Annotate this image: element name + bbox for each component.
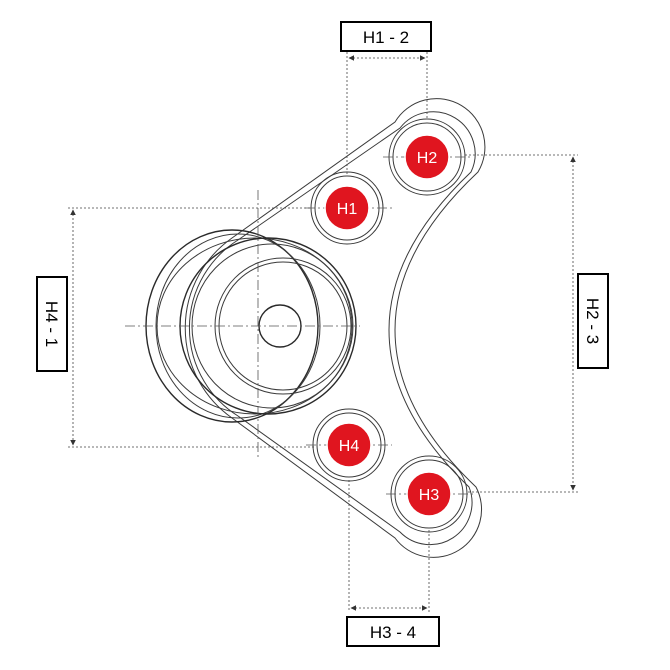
hole-h3-marker <box>406 471 452 517</box>
hole-h4-marker <box>326 422 372 468</box>
hole-h2: H2 <box>404 134 450 180</box>
dimension-label-h2-3: H2 - 3 <box>577 273 609 369</box>
hole-h1-marker <box>324 185 370 231</box>
hole-h4: H4 <box>326 422 372 468</box>
hole-h3: H3 <box>406 471 452 517</box>
center-lines <box>125 156 474 495</box>
dimension-text-h1-2: H1 - 2 <box>363 28 409 47</box>
hole-h1: H1 <box>324 185 370 231</box>
dimension-label-h3-4: H3 - 4 <box>346 616 440 647</box>
dimension-label-h4-1: H4 - 1 <box>36 276 68 372</box>
hole-h4-label: H4 <box>339 438 360 455</box>
dimension-text-h3-4: H3 - 4 <box>370 623 416 642</box>
hole-h3-label: H3 <box>419 487 440 504</box>
hole-h2-label: H2 <box>417 150 438 167</box>
hole-h2-marker <box>404 134 450 180</box>
dimension-label-h1-2: H1 - 2 <box>340 21 432 52</box>
dimension-lines <box>68 52 578 612</box>
dimension-text-h2-3: H2 - 3 <box>583 298 602 344</box>
dimension-text-h4-1: H4 - 1 <box>42 301 61 347</box>
hole-h1-label: H1 <box>337 201 358 218</box>
